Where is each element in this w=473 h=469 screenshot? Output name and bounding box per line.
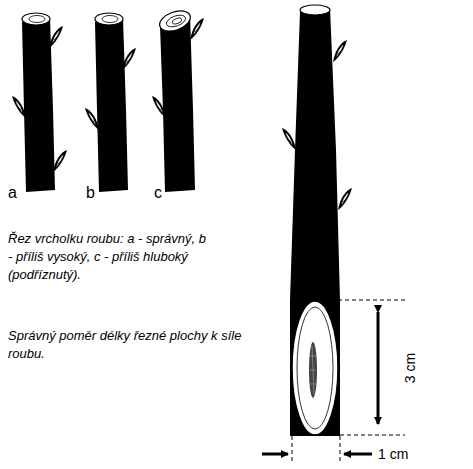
scion-a <box>12 13 67 192</box>
figure-caption: Řez vrcholku roubu: a - správný, b - pří… <box>8 230 213 284</box>
dimension-label: 3 cm <box>402 353 418 383</box>
dimension-label: 1 cm <box>378 446 408 462</box>
dimension-lines <box>262 300 405 462</box>
scion-b <box>85 13 136 192</box>
scion-letter: a <box>8 184 17 202</box>
scion-cut <box>282 5 352 436</box>
scion-letter: b <box>86 184 95 202</box>
scion-letter: c <box>154 184 162 202</box>
scion-c <box>152 7 204 192</box>
figure-caption: Správný poměr délky řezné plochy k síle … <box>8 327 270 363</box>
